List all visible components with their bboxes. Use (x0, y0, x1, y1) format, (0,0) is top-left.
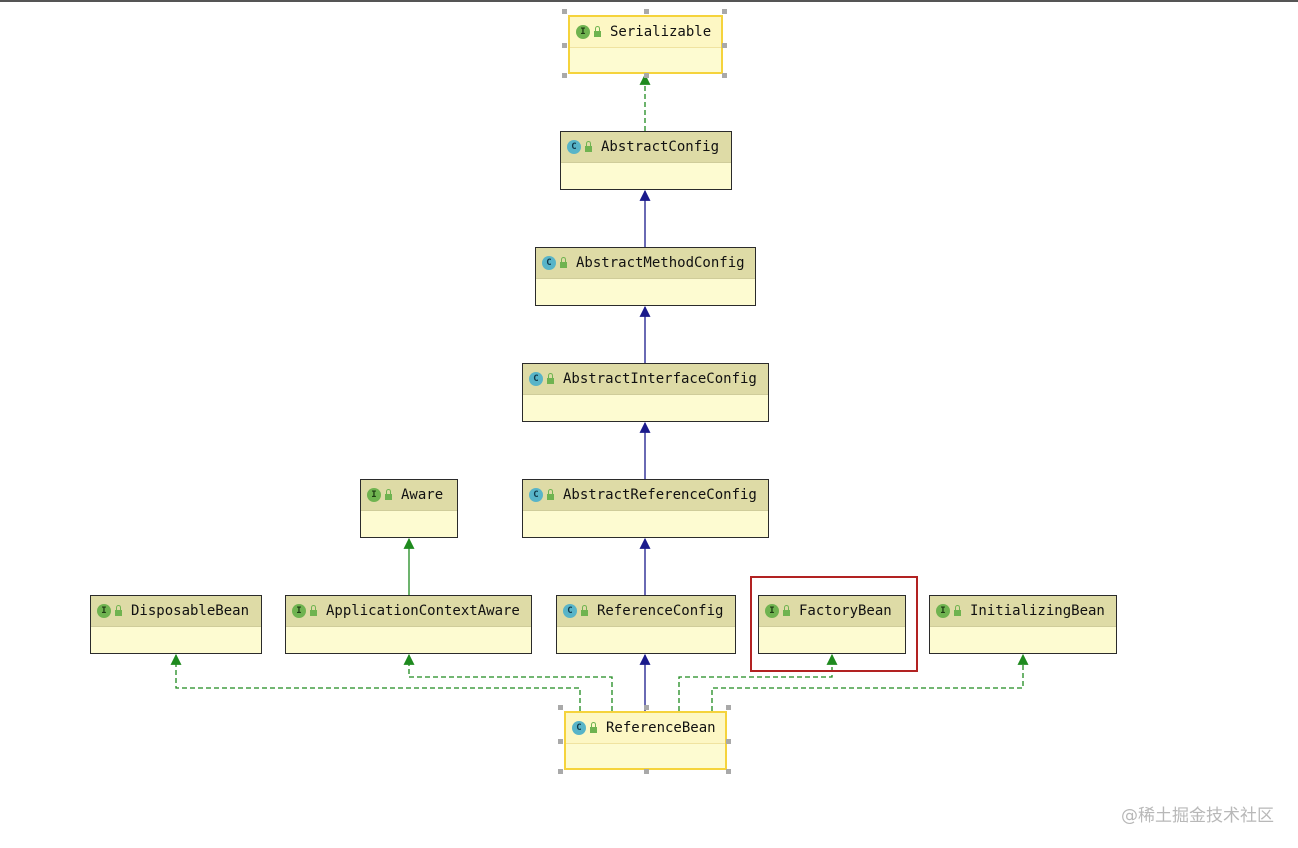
public-access-icon (115, 604, 122, 616)
class-node-label: ReferenceConfig (597, 603, 724, 619)
class-icon: C (529, 488, 543, 502)
class-node-abstractinterfaceconfig[interactable]: C AbstractInterfaceConfig (522, 363, 769, 422)
selection-handle[interactable] (562, 73, 567, 78)
class-icon: C (572, 721, 586, 735)
selection-handle[interactable] (643, 73, 649, 78)
class-node-label: AbstractConfig (601, 139, 720, 155)
selection-handle[interactable] (643, 769, 649, 774)
class-node-label: ReferenceBean (606, 720, 716, 736)
selection-handle[interactable] (643, 9, 649, 14)
edge-referencebean-to-factorybean (678, 653, 838, 711)
top-border (0, 0, 1298, 2)
selection-handle[interactable] (558, 738, 563, 744)
selection-handle[interactable] (726, 769, 731, 774)
factorybean-highlight-box (750, 576, 918, 672)
edge-referencebean-to-disposablebean (170, 653, 581, 711)
interface-icon: I (765, 604, 779, 618)
class-node-header: I FactoryBean (759, 596, 905, 627)
class-node-label: ApplicationContextAware (326, 603, 520, 619)
class-node-label: AbstractInterfaceConfig (563, 371, 757, 387)
class-node-label: DisposableBean (131, 603, 250, 619)
class-node-disposablebean[interactable]: I DisposableBean (90, 595, 262, 654)
public-access-icon (585, 140, 592, 152)
public-access-icon (560, 256, 567, 268)
selection-handle[interactable] (643, 705, 649, 710)
edge-referencebean-to-initializingbean (711, 653, 1029, 711)
selection-handle[interactable] (562, 42, 567, 48)
public-access-icon (547, 372, 554, 384)
class-node-header: I Serializable (570, 17, 721, 48)
public-access-icon (547, 488, 554, 500)
class-node-header: C AbstractInterfaceConfig (523, 364, 768, 395)
class-node-abstractmethodconfig[interactable]: C AbstractMethodConfig (535, 247, 756, 306)
class-icon: C (542, 256, 556, 270)
class-node-serializable[interactable]: I Serializable (568, 15, 723, 74)
class-node-header: I InitializingBean (930, 596, 1116, 627)
class-icon: C (563, 604, 577, 618)
class-node-label: AbstractMethodConfig (576, 255, 745, 271)
selection-handle[interactable] (558, 705, 563, 710)
interface-icon: I (367, 488, 381, 502)
public-access-icon (783, 604, 790, 616)
class-node-header: I Aware (361, 480, 457, 511)
class-node-header: C AbstractConfig (561, 132, 731, 163)
class-icon: C (529, 372, 543, 386)
class-node-label: AbstractReferenceConfig (563, 487, 757, 503)
interface-icon: I (576, 25, 590, 39)
class-node-abstractconfig[interactable]: C AbstractConfig (560, 131, 732, 190)
class-node-label: InitializingBean (970, 603, 1105, 619)
class-node-applicationcontextaware[interactable]: I ApplicationContextAware (285, 595, 532, 654)
interface-icon: I (292, 604, 306, 618)
class-node-factorybean[interactable]: I FactoryBean (758, 595, 906, 654)
selection-handle[interactable] (558, 769, 563, 774)
class-node-abstractreferenceconfig[interactable]: C AbstractReferenceConfig (522, 479, 769, 538)
class-node-header: C ReferenceBean (566, 713, 725, 744)
class-node-aware[interactable]: I Aware (360, 479, 458, 538)
interface-icon: I (97, 604, 111, 618)
class-node-label: Aware (401, 487, 444, 503)
class-node-header: I ApplicationContextAware (286, 596, 531, 627)
class-node-referenceconfig[interactable]: C ReferenceConfig (556, 595, 736, 654)
public-access-icon (385, 488, 392, 500)
selection-handle[interactable] (722, 73, 727, 78)
class-node-label: Serializable (610, 24, 712, 40)
selection-handle[interactable] (562, 9, 567, 14)
selection-handle[interactable] (726, 705, 731, 710)
selection-handle[interactable] (722, 42, 727, 48)
class-node-header: C AbstractMethodConfig (536, 248, 755, 279)
class-node-label: FactoryBean (799, 603, 892, 619)
class-icon: C (567, 140, 581, 154)
class-node-header: C ReferenceConfig (557, 596, 735, 627)
interface-icon: I (936, 604, 950, 618)
selection-handle[interactable] (726, 738, 731, 744)
class-node-referencebean[interactable]: C ReferenceBean (564, 711, 727, 770)
public-access-icon (581, 604, 588, 616)
class-node-header: I DisposableBean (91, 596, 261, 627)
watermark: @稀土掘金技术社区 (1121, 806, 1274, 826)
edge-referencebean-to-applicationcontextaware (403, 653, 613, 711)
class-node-header: C AbstractReferenceConfig (523, 480, 768, 511)
public-access-icon (594, 25, 601, 37)
public-access-icon (310, 604, 317, 616)
public-access-icon (954, 604, 961, 616)
public-access-icon (590, 721, 597, 733)
selection-handle[interactable] (722, 9, 727, 14)
class-node-initializingbean[interactable]: I InitializingBean (929, 595, 1117, 654)
